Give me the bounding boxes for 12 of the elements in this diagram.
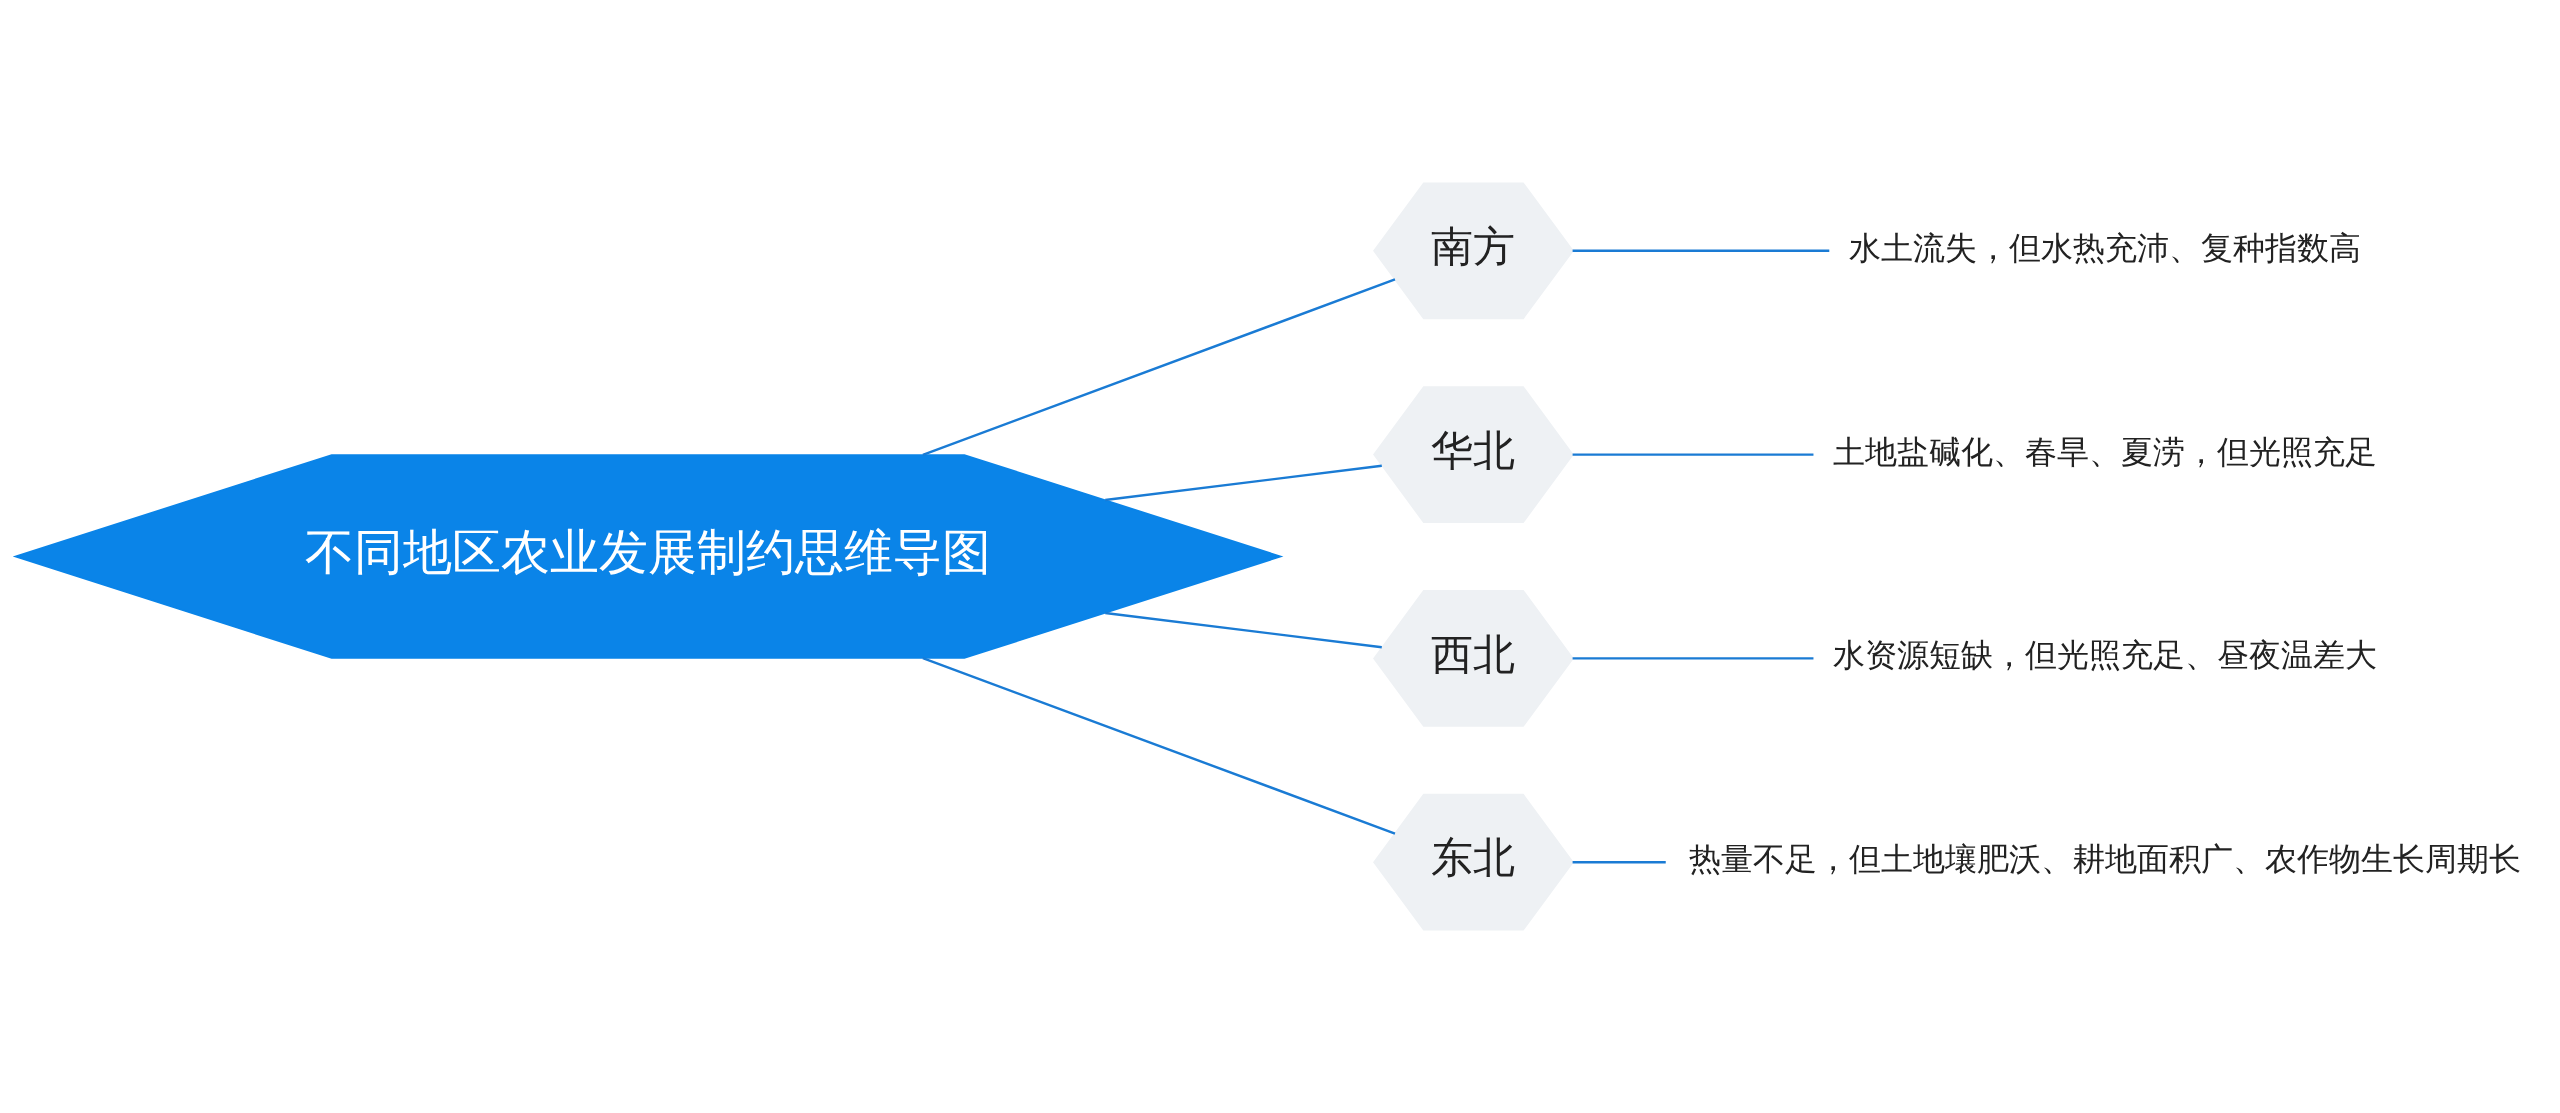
connector <box>922 278 1396 457</box>
connector <box>922 656 1396 835</box>
node-text: 土地盐碱化、春旱、夏涝，但光照充足 <box>1833 432 2378 471</box>
connector <box>1572 249 1830 253</box>
node-text: 水资源短缺，但光照充足、昼夜温差大 <box>1833 636 2378 675</box>
node-text: 热量不足，但土地壤肥沃、耕地面积广、农作物生长周期长 <box>1689 840 2522 879</box>
connector <box>1105 611 1382 649</box>
connector <box>1105 464 1382 502</box>
connector <box>1572 860 1666 864</box>
connector <box>1572 657 1814 660</box>
node-text: 水土流失，但水热充沛、复种指数高 <box>1849 228 2362 267</box>
connector <box>1572 453 1814 456</box>
